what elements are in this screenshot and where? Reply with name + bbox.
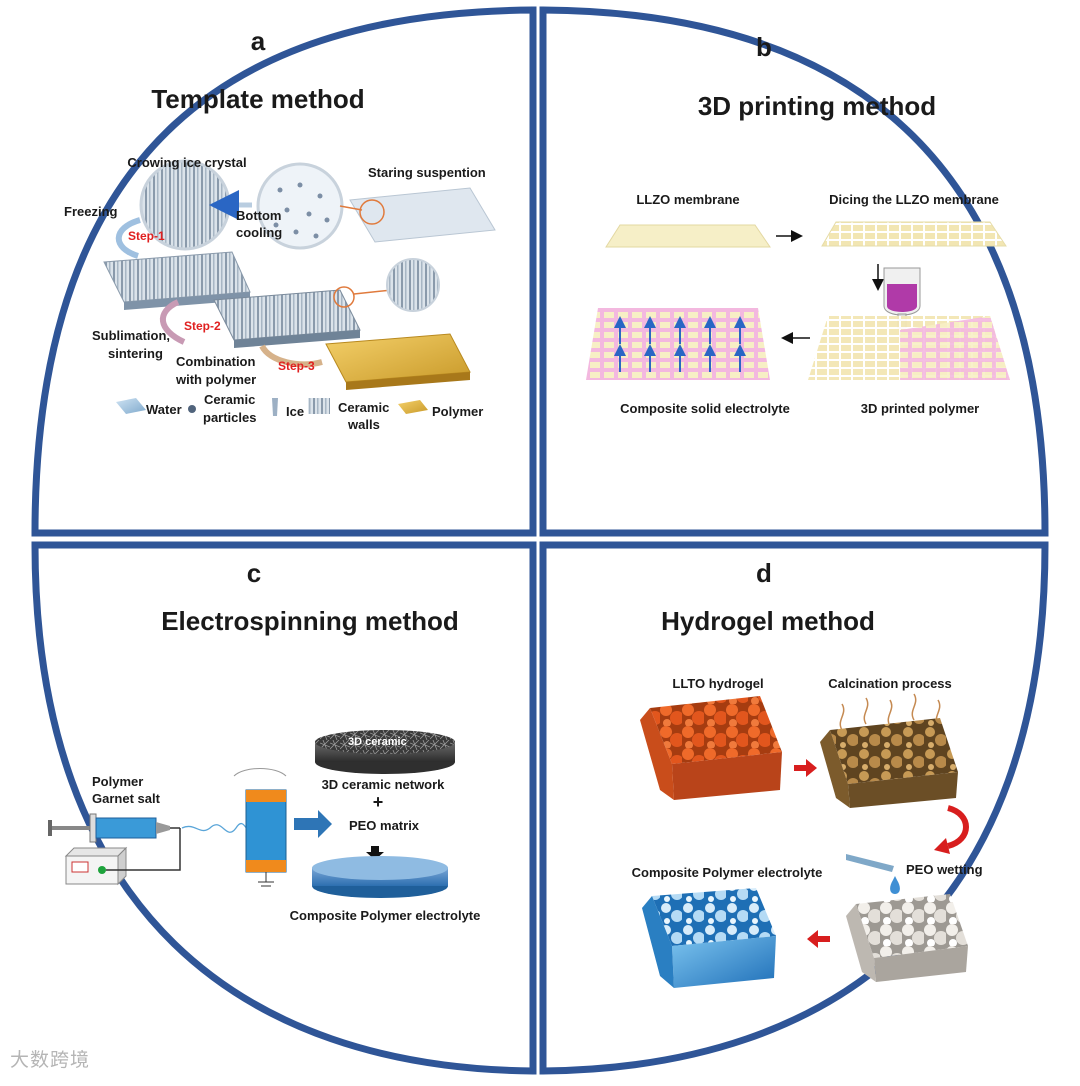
- llzo-membrane: [605, 224, 771, 248]
- panel-c-title: Electrospinning method: [161, 606, 459, 636]
- syringe: [48, 813, 180, 843]
- step-1-arrow: [115, 217, 141, 259]
- legend-polymer: Polymer: [432, 404, 483, 419]
- step-1-label: Step-1: [128, 229, 165, 243]
- legend-polymer-swatch: [398, 400, 428, 414]
- legend-ceramic-particles-1: Ceramic: [204, 392, 255, 407]
- step-2-arrow: [159, 299, 186, 345]
- peo-matrix-label: PEO matrix: [349, 818, 420, 833]
- panel-a: a Template method Crowing ice crystal Bo…: [64, 26, 496, 432]
- printing-nozzle: [883, 267, 921, 340]
- cooling-label: cooling: [236, 225, 282, 240]
- ion-arrows: [614, 316, 746, 372]
- legend-ceramic-walls-1: Ceramic: [338, 400, 389, 415]
- panel-d-title: Hydrogel method: [661, 606, 875, 636]
- legend-ice: Ice: [286, 404, 304, 419]
- composite-polymer-electrolyte-d-label: Composite Polymer electrolyte: [632, 865, 823, 880]
- sublimation-label: Sublimation,: [92, 328, 170, 343]
- starting-suspension-label: Staring suspention: [368, 165, 486, 180]
- dicing-label: Dicing the LLZO membrane: [829, 192, 999, 207]
- ceramic-network-label: 3D ceramic network: [322, 777, 446, 792]
- garnet-salt-label: Garnet salt: [92, 791, 161, 806]
- peo-wetting-label: PEO wetting: [906, 862, 983, 877]
- panel-c: c Electrospinning method Polymer Garnet …: [48, 558, 480, 923]
- legend-ceramic-walls-2: walls: [347, 417, 380, 432]
- panel-c-letter: c: [247, 558, 261, 588]
- panel-d-letter: d: [756, 558, 772, 588]
- ceramic-walls-magnifier: [386, 258, 440, 312]
- composite-solid-electrolyte: [586, 308, 770, 380]
- wetting-arrow: [807, 930, 830, 948]
- panel-b: b 3D printing method LLZO membrane Dicin…: [586, 32, 1010, 416]
- collector-drum: [233, 768, 287, 887]
- panel-a-legend: Water Ceramic particles Ice Ceramic wall…: [116, 392, 483, 432]
- bottom-label: Bottom: [236, 208, 282, 223]
- legend-water-swatch: [116, 398, 146, 414]
- llzo-membrane-label: LLZO membrane: [636, 192, 739, 207]
- legend-ceramic-particle-swatch: [188, 405, 196, 413]
- composite-polymer-electrolyte-label: Composite Polymer electrolyte: [290, 908, 481, 923]
- llto-hydrogel: [640, 696, 782, 800]
- step-2-label: Step-2: [184, 319, 221, 333]
- peo-dropper: [846, 854, 900, 894]
- diced-membrane: [821, 221, 1007, 247]
- calcination-label: Calcination process: [828, 676, 952, 691]
- 3d-printed-polymer-label: 3D printed polymer: [861, 401, 979, 416]
- sintering-label: sintering: [108, 346, 163, 361]
- panel-a-title: Template method: [151, 84, 364, 114]
- suspension-slab: [349, 187, 496, 243]
- panel-b-border: [539, 6, 1049, 537]
- with-polymer-label: with polymer: [175, 372, 256, 387]
- growing-ice-crystal-label: Crowing ice crystal: [127, 155, 246, 170]
- watermark: 大数跨境: [10, 1049, 91, 1071]
- suspension-particles: [273, 182, 330, 239]
- legend-ceramic-particles-2: particles: [203, 410, 256, 425]
- polymer-label: Polymer: [92, 774, 143, 789]
- ceramic-disc-label: 3D ceramic: [348, 736, 407, 748]
- hydrogel-arrow: [794, 759, 817, 777]
- legend-ceramic-walls-swatch: [308, 398, 330, 414]
- step-3-arrow: [259, 344, 323, 368]
- combination-label: Combination: [176, 354, 255, 369]
- process-arrow: [294, 810, 332, 838]
- freezing-label: Freezing: [64, 204, 118, 219]
- legend-water: Water: [146, 402, 182, 417]
- panel-b-letter: b: [756, 32, 772, 62]
- panel-d: d Hydrogel method LLTO hydrogel Calcinat…: [632, 558, 983, 988]
- llto-hydrogel-label: LLTO hydrogel: [672, 676, 763, 691]
- plus-sign: +: [373, 792, 384, 812]
- composite-solid-electrolyte-label: Composite solid electrolyte: [620, 401, 790, 416]
- legend-ice-swatch: [272, 398, 278, 416]
- wetted-scaffold: [846, 894, 968, 982]
- composite-electrolyte-box: [642, 888, 776, 988]
- panel-b-title: 3D printing method: [698, 91, 936, 121]
- calcined-scaffold: [820, 718, 958, 808]
- step-3-label: Step-3: [278, 359, 315, 373]
- composite-disc: [312, 856, 448, 898]
- panel-a-letter: a: [251, 26, 266, 56]
- ceramic-network-disc: 3D ceramic: [315, 730, 455, 774]
- calcination-turn-arrow: [947, 805, 969, 849]
- power-supply: [64, 828, 181, 886]
- combine-down-arrow: [366, 846, 384, 860]
